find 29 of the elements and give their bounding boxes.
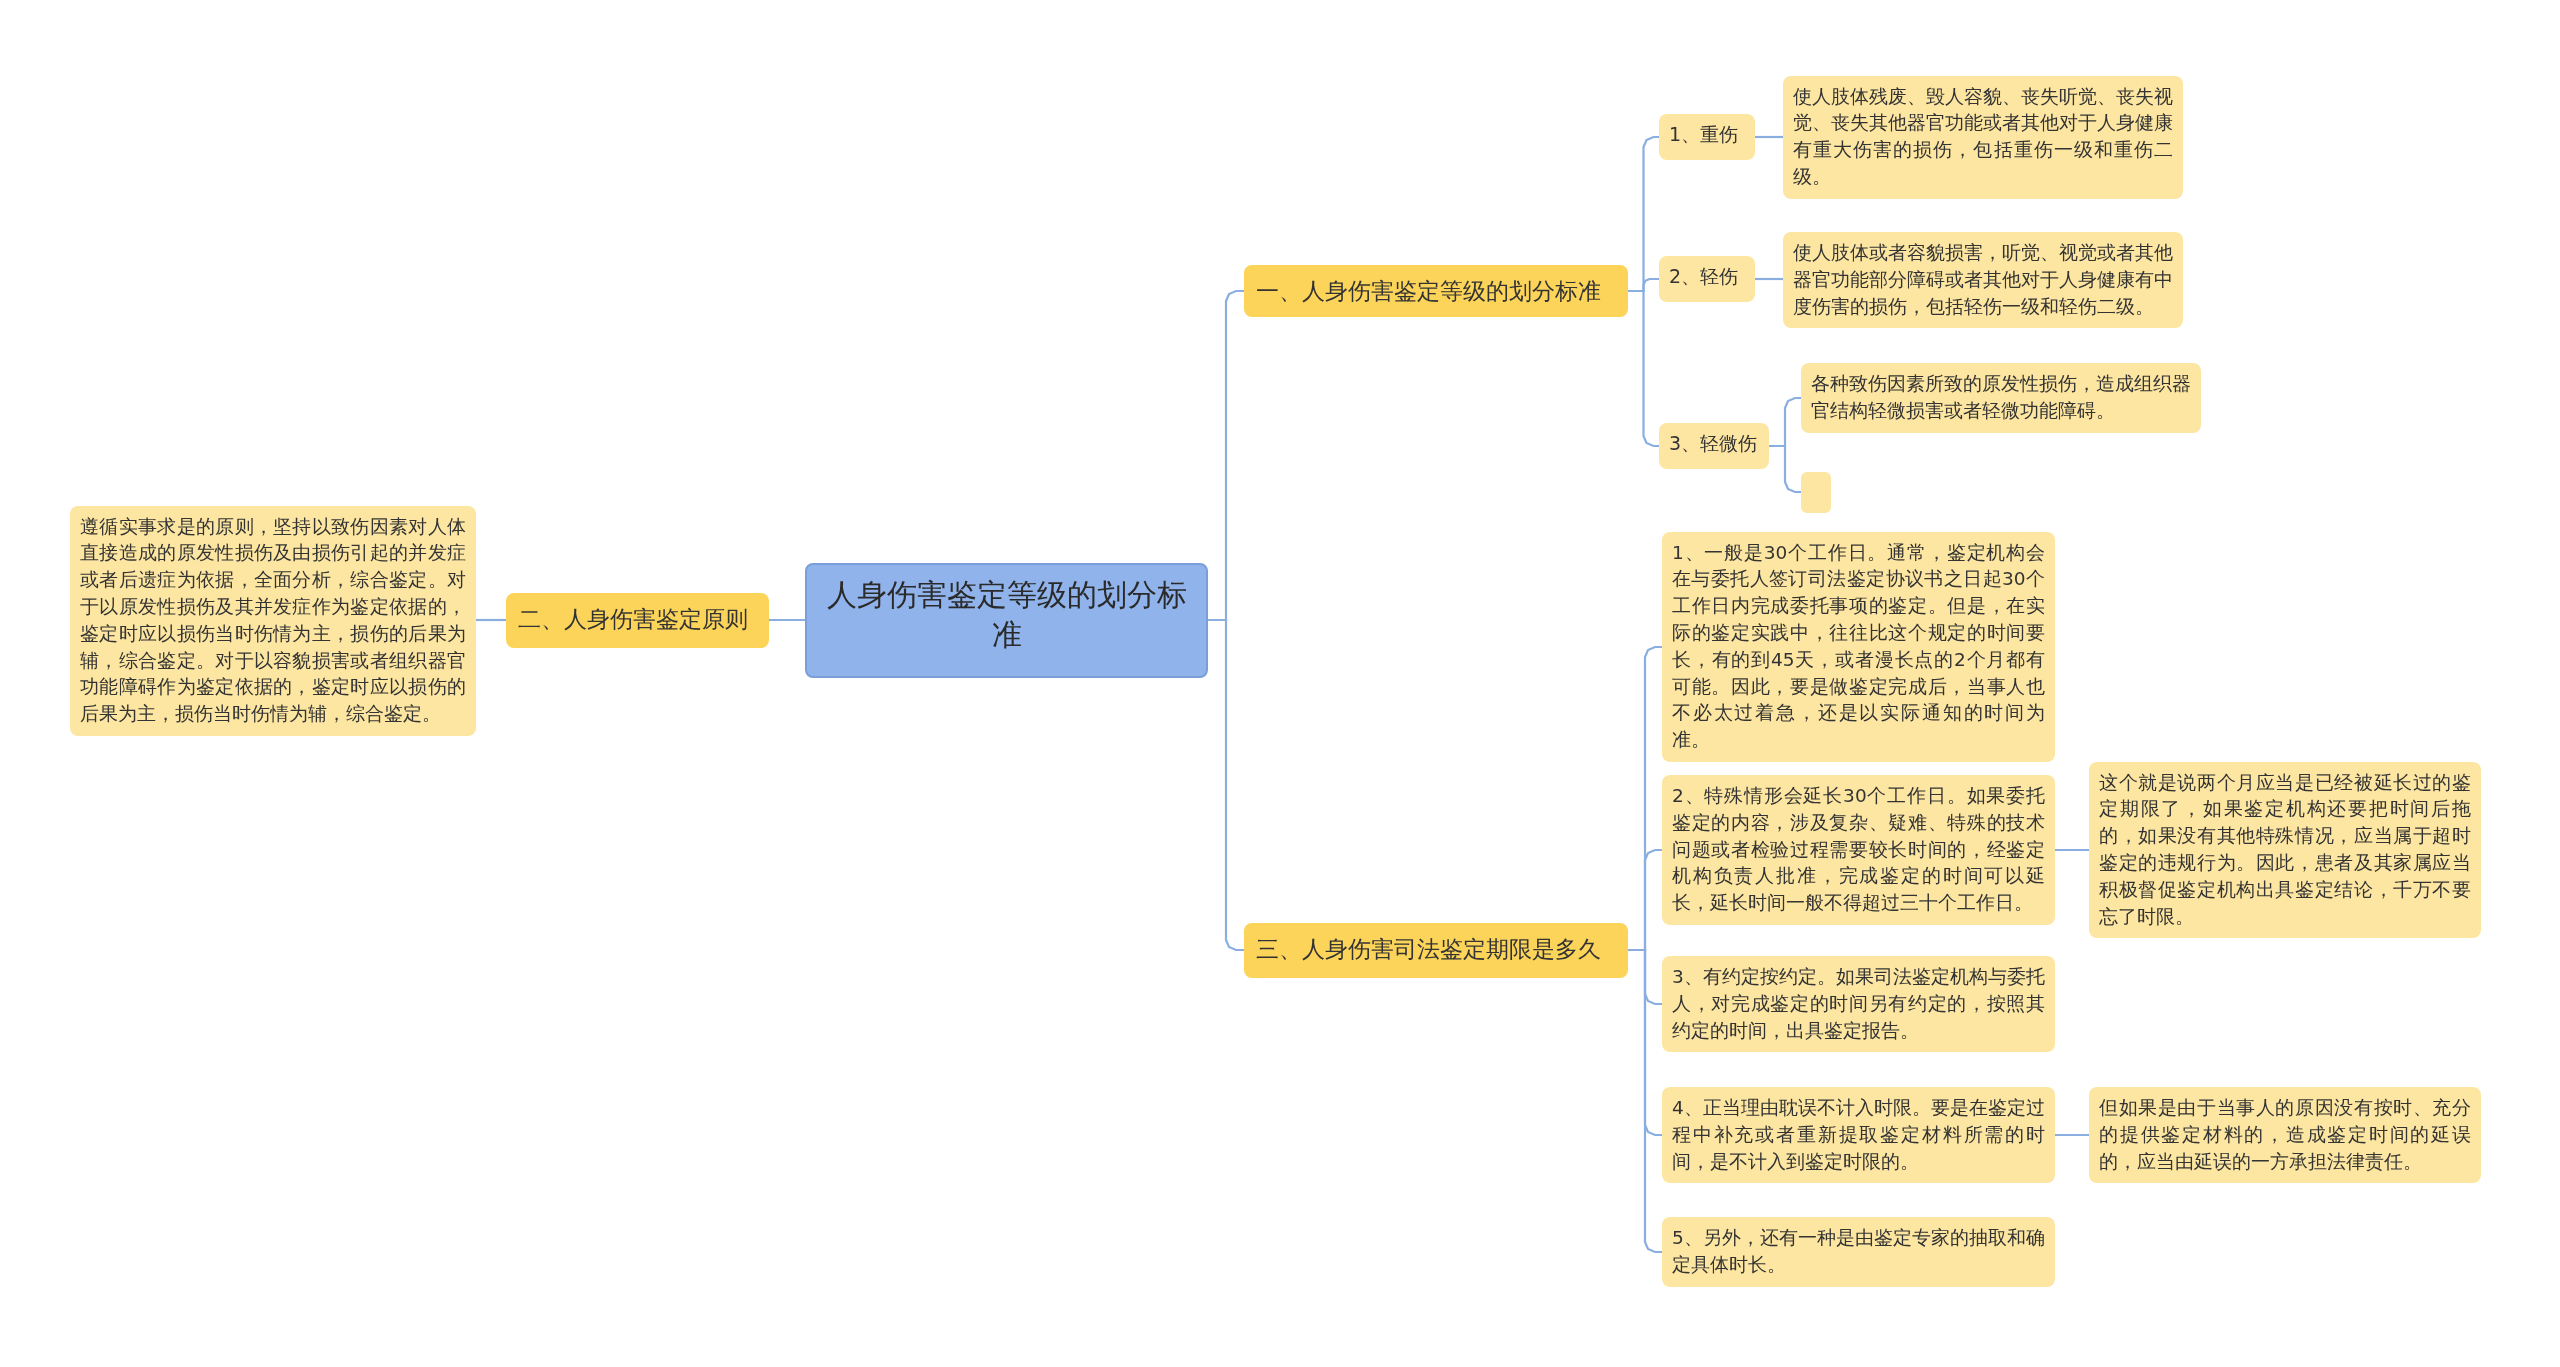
connector-line <box>2055 848 2089 852</box>
branch-topic: 一、人身伤害鉴定等级的划分标准 <box>1244 265 1628 318</box>
note-card: 1、一般是30个工作日。通常，鉴定机构会在与委托人签订司法鉴定协议书之日起30个工作日内完成委托事项的鉴定。但是，在实际的鉴定实践中，往往比这个规定的时间要长，有的到45天，或者漫长点的2个月都有可能。因此，要是做鉴定完成后，当事人也不必太过着急，还是以实际通知的时间为准。 <box>1662 531 2055 762</box>
connector-line <box>1208 618 1244 952</box>
note-card: 遵循实事求是的原则，坚持以致伤因素对人体直接造成的原发性损伤及由损伤引起的并发症或者后遗症为依据，全面分析，综合鉴定。对于以原发性损伤及其并发症作为鉴定依据的，鉴定时应以损伤当时伤情为主，损伤的后果为辅，综合鉴定。对于以容貌损害或者组织器官功能障碍作为鉴定依据的，鉴定时应以损伤的后果为主，损伤当时伤情为辅，综合鉴定。 <box>70 505 476 736</box>
note-card: 但如果是由于当事人的原因没有按时、充分的提供鉴定材料的，造成鉴定时间的延误的，应当由延误的一方承担法律责任。 <box>2089 1087 2481 1184</box>
central-topic: 人身伤害鉴定等级的划分标准 <box>805 562 1208 678</box>
connector-line <box>769 618 805 622</box>
note-card: 2、特殊情形会延长30个工作日。如果委托鉴定的内容，涉及复杂、疑难、特殊的技术问题或者检验过程需要较长时间的，经鉴定机构负责人批准，完成鉴定的时间可以延长，延长时间一般不得超过三十个工作日。 <box>1662 775 2055 926</box>
note-card: 各种致伤因素所致的原发性损伤，造成组织器官结构轻微损害或者轻微功能障碍。 <box>1801 363 2201 433</box>
note-card: 使人肢体或者容貌损害，听觉、视觉或者其他器官功能部分障碍或者其他对于人身健康有中度伤害的损伤，包括轻伤一级和轻伤二级。 <box>1783 232 2183 329</box>
note-card: 这个就是说两个月应当是已经被延长过的鉴定期限了，如果鉴定机构还要把时间后拖的，如果没有其他特殊情况，应当属于超时鉴定的违规行为。因此，患者及其家属应当积极督促鉴定机构出具鉴定结论，千万不要忘了时限。 <box>2089 761 2481 939</box>
subtopic: 2、轻伤 <box>1659 256 1755 302</box>
note-card: 3、有约定按约定。如果司法鉴定机构与委托人，对完成鉴定的时间另有约定的，按照其约定的时间，出具鉴定报告。 <box>1662 956 2055 1053</box>
branch-topic: 二、人身伤害鉴定原则 <box>506 592 769 648</box>
connector-line <box>1628 289 1659 448</box>
connector-line <box>1755 135 1783 139</box>
connector-line <box>1628 948 1662 1254</box>
subtopic: 3、轻微伤 <box>1659 423 1769 469</box>
note-card: 使人肢体残废、毁人容貌、丧失听觉、丧失视觉、丧失其他器官功能或者其他对于人身健康有重大伤害的损伤，包括重伤一级和重伤二级。 <box>1783 75 2183 199</box>
connector-line <box>476 618 506 622</box>
note-card: 4、正当理由耽误不计入时限。要是在鉴定过程中补充或者重新提取鉴定材料所需的时间，是不计入到鉴定时限的。 <box>1662 1087 2055 1184</box>
connector-line <box>2055 1133 2089 1137</box>
empty-box <box>1801 471 1831 513</box>
connector-line <box>1769 444 1801 494</box>
subtopic: 1、重伤 <box>1659 114 1755 160</box>
connector-line <box>1755 277 1783 281</box>
branch-topic: 三、人身伤害司法鉴定期限是多久 <box>1244 922 1628 978</box>
note-card: 5、另外，还有一种是由鉴定专家的抽取和确定具体时长。 <box>1662 1217 2055 1287</box>
